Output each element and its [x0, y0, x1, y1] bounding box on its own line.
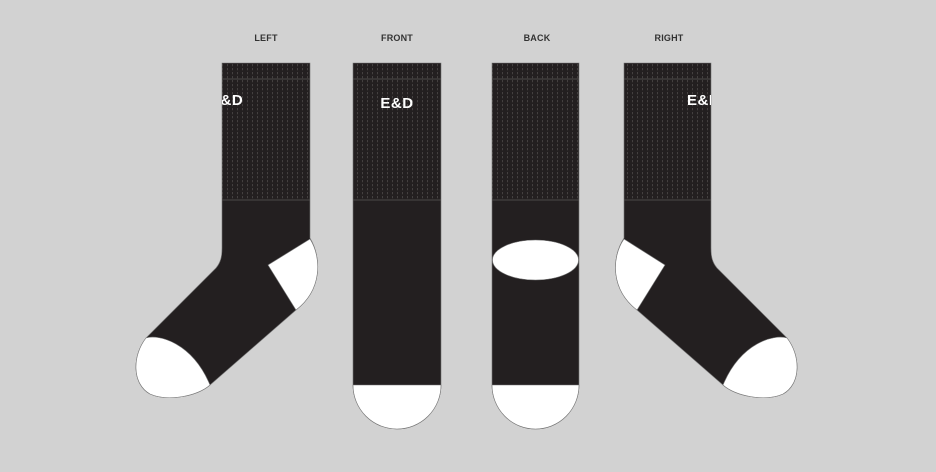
sock-right-view: E&D	[615, 62, 798, 398]
front-logo: E&D	[380, 95, 413, 112]
right-rib-texture	[624, 63, 711, 200]
label-left-view: LEFT	[254, 33, 278, 43]
label-front-view: FRONT	[381, 33, 413, 43]
front-rib-texture	[353, 63, 441, 200]
label-right-view: RIGHT	[654, 33, 684, 43]
right-logo: E&D	[687, 92, 720, 109]
left-toe-patch	[135, 336, 211, 398]
right-heel-patch	[615, 238, 666, 311]
right-toe-patch	[722, 336, 798, 398]
back-toe-patch	[491, 384, 580, 430]
left-heel-patch	[267, 238, 319, 311]
left-rib-texture	[222, 63, 310, 200]
front-toe-patch	[352, 384, 442, 430]
back-heel-patch	[492, 239, 579, 281]
label-back-view: BACK	[523, 33, 551, 43]
sock-front-view: E&D	[352, 62, 442, 430]
left-logo: E&D	[210, 92, 243, 109]
sock-left-view: E&D	[135, 62, 319, 398]
sock-back-view	[491, 62, 580, 430]
back-rib-texture	[492, 63, 579, 200]
